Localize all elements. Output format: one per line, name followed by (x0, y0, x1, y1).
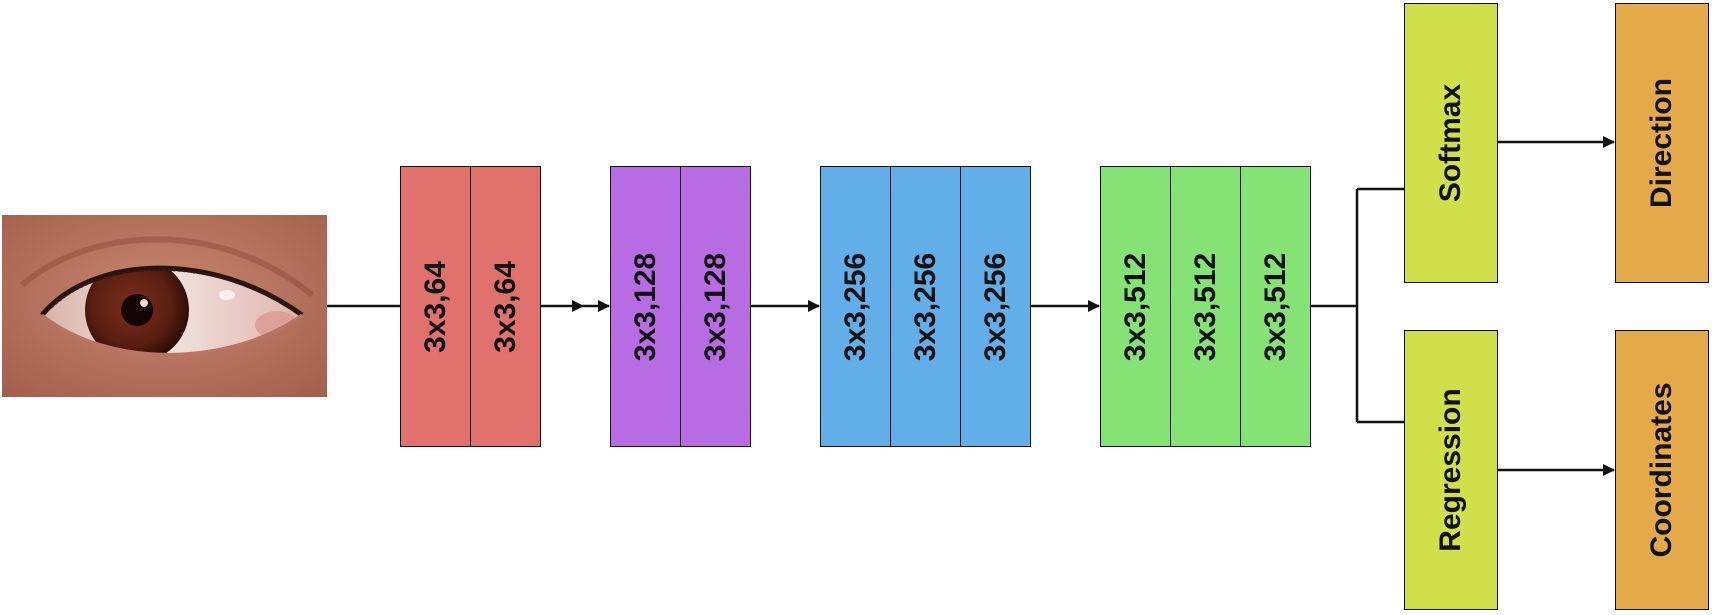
layer-label: 3x3,512 (1118, 252, 1152, 361)
layer-label: 3x3,256 (978, 252, 1012, 361)
output-label: Direction (1645, 77, 1678, 209)
layer-label: 3x3,512 (1258, 252, 1292, 361)
block1-layer-2: 3x3,64 (470, 166, 541, 447)
layer-label: 3x3,64 (418, 260, 452, 353)
regression-head: Regression (1404, 330, 1498, 610)
layer-label: 3x3,64 (488, 260, 522, 353)
layer-label: 3x3,128 (628, 252, 662, 361)
block3-layer-3: 3x3,256 (960, 166, 1031, 447)
eye-photo (2, 215, 327, 397)
layer-label: 3x3,256 (838, 252, 872, 361)
layer-label: 3x3,256 (908, 252, 942, 361)
block4-layer-3: 3x3,512 (1240, 166, 1311, 447)
head-label: Regression (1434, 388, 1467, 552)
output-label: Coordinates (1645, 382, 1678, 558)
block3-layer-2: 3x3,256 (890, 166, 961, 447)
block4-layer-2: 3x3,512 (1170, 166, 1241, 447)
block3-layer-1: 3x3,256 (820, 166, 891, 447)
direction-output: Direction (1615, 3, 1709, 283)
block4-layer-1: 3x3,512 (1100, 166, 1171, 447)
block1-layer-1: 3x3,64 (400, 166, 471, 447)
head-label: Softmax (1434, 83, 1467, 203)
block2-layer-2: 3x3,128 (680, 166, 751, 447)
softmax-head: Softmax (1404, 3, 1498, 283)
coordinates-output: Coordinates (1615, 330, 1709, 610)
layer-label: 3x3,512 (1188, 252, 1222, 361)
layer-label: 3x3,128 (698, 252, 732, 361)
block2-layer-1: 3x3,128 (610, 166, 681, 447)
